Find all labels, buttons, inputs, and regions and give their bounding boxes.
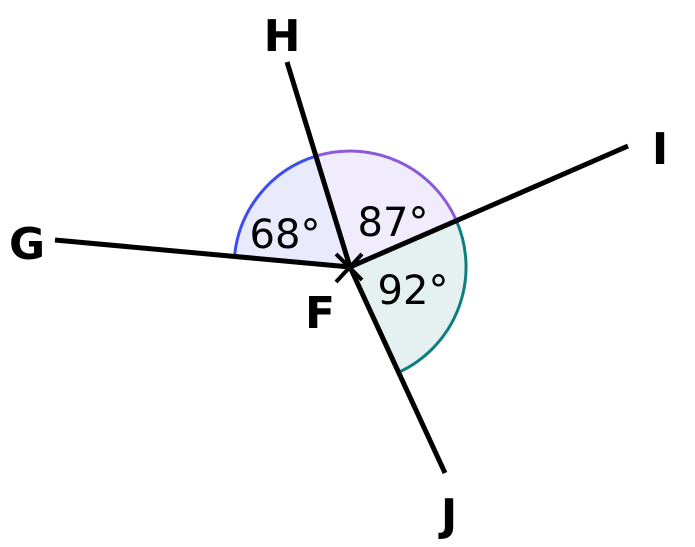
label-i: I [652,124,668,175]
point-f-cross [334,252,364,282]
label-f: F [305,288,335,339]
angle-sector-gfh [232,154,353,269]
ray-fh [284,61,353,268]
angle-label-hfi: 87° [358,200,429,246]
angle-sector-ifj [347,218,468,375]
label-g: G [9,219,45,270]
label-h: H [264,11,301,62]
ray-fj [347,265,448,475]
angle-label-ifj: 92° [378,268,449,314]
ray-fi [349,143,629,270]
angle-label-gfh: 68° [250,212,321,258]
ray-fg [54,237,351,270]
label-j: J [438,490,457,541]
angle-sector-hfi [314,149,459,270]
